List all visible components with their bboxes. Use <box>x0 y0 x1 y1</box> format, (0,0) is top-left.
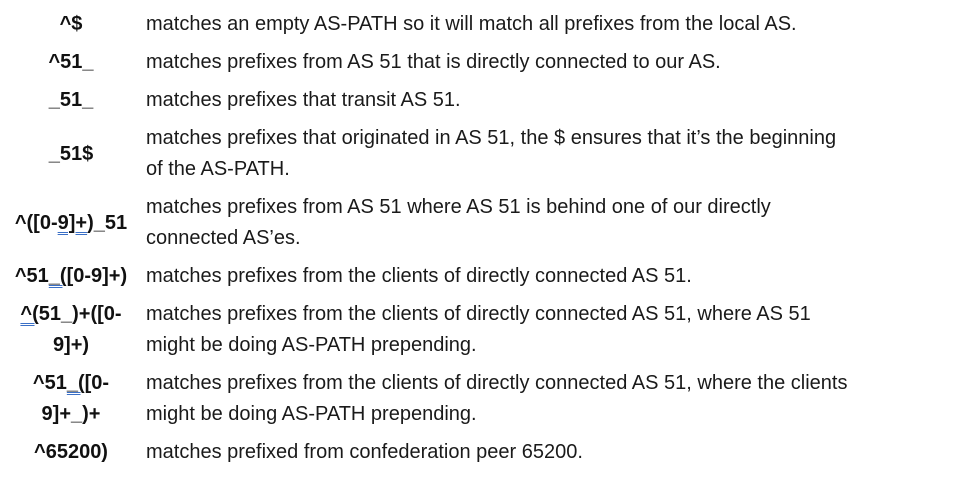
description-cell: matches an empty AS-PATH so it will matc… <box>146 13 797 35</box>
regex-segment: )_51 <box>87 211 128 234</box>
regex-pattern-cell: ^([0-9]+)_51 <box>0 208 142 239</box>
description-cell: matches prefixes from AS 51 where AS 51 … <box>146 196 771 249</box>
regex-pattern-cell: _51$ <box>0 139 142 170</box>
table-row: _51$ matches prefixes that originated in … <box>0 123 958 185</box>
regex-pattern-cell: _51_ <box>0 85 142 116</box>
description-cell: matches prefixes that transit AS 51. <box>146 89 461 111</box>
regex-pattern-cell: ^65200) <box>0 437 142 468</box>
table-row: ^$ matches an empty AS-PATH so it will ma… <box>0 9 958 40</box>
regex-pattern-cell: ^$ <box>0 9 142 40</box>
table-row: ^51_([0-9]+)matches prefixes from the cl… <box>0 261 958 292</box>
table-row: ^65200) matches prefixed from confederati… <box>0 437 958 468</box>
table-row: ^51_([0- 9]+_)+matches prefixes from the… <box>0 368 958 430</box>
regex-segment: [0-9]+) <box>66 265 128 287</box>
regex-segment: _51$ <box>48 142 94 165</box>
regex-segment-flagged: ^( <box>20 303 39 325</box>
regex-pattern-cell: ^51_([0- 9]+_)+ <box>0 368 142 430</box>
regex-segment: ^$ <box>59 13 83 35</box>
regex-segment: ^([0- <box>14 211 58 234</box>
description-cell: matches prefixed from confederation peer… <box>146 441 583 463</box>
regex-segment-flagged: _( <box>48 265 67 287</box>
table-row: ^(51_)+([0- 9]+)matches prefixes from th… <box>0 299 958 361</box>
description-cell: matches prefixes that originated in AS 5… <box>146 127 837 180</box>
table-row: ^51_ matches prefixes from AS 51 that is … <box>0 47 958 78</box>
description-cell: matches prefixes from the clients of dir… <box>146 372 848 425</box>
regex-segment: ^51 <box>14 265 49 287</box>
regex-segment: [0- 9]+_)+ <box>41 372 110 425</box>
regex-segment: ^51_ <box>48 51 94 73</box>
regex-segment: _51_ <box>48 89 94 111</box>
regex-segment: ^51 <box>32 372 67 394</box>
regex-segment: ^65200) <box>34 441 108 463</box>
regex-pattern-cell: ^51_([0-9]+) <box>0 261 142 292</box>
regex-segment: 51_)+([0- 9]+) <box>38 303 122 356</box>
regex-segment-flagged: _( <box>66 372 85 394</box>
table-row: _51_ matches prefixes that transit AS 51. <box>0 85 958 116</box>
regex-segment-flagged: 9]+ <box>57 211 88 234</box>
regex-pattern-cell: ^(51_)+([0- 9]+) <box>0 299 142 361</box>
regex-pattern-cell: ^51_ <box>0 47 142 78</box>
description-cell: matches prefixes from the clients of dir… <box>146 303 811 356</box>
description-cell: matches prefixes from the clients of dir… <box>146 265 692 287</box>
description-cell: matches prefixes from AS 51 that is dire… <box>146 51 721 73</box>
